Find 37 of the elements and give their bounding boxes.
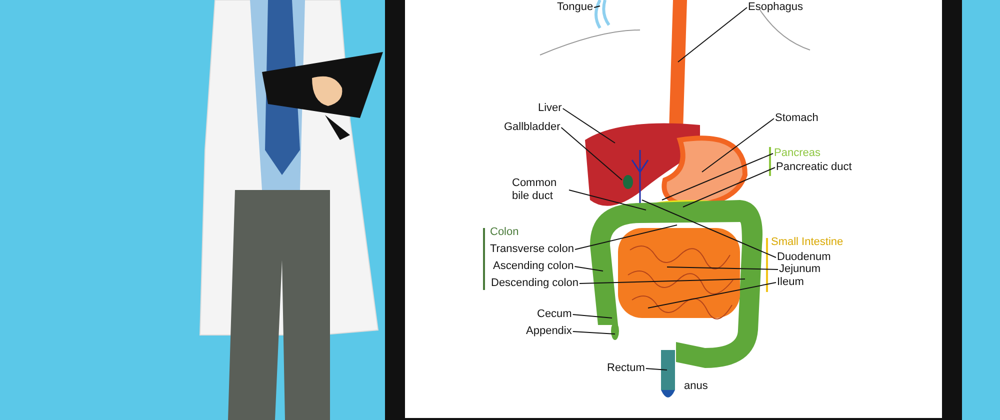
- part-label: Cecum: [537, 308, 572, 321]
- leader-line: [648, 282, 776, 308]
- leader-line: [578, 278, 746, 284]
- leader-line: [572, 314, 612, 318]
- leader-line: [572, 331, 616, 334]
- leader-line: [568, 190, 646, 210]
- leader-line: [662, 153, 774, 200]
- part-label: Ileum: [777, 276, 804, 289]
- part-label: Common bile duct: [512, 177, 568, 203]
- part-label: anus: [684, 380, 708, 393]
- part-label: Pancreatic duct: [776, 161, 852, 174]
- leader-line: [562, 108, 616, 144]
- part-label: Esophagus: [748, 1, 804, 14]
- leader-line: [702, 118, 774, 172]
- leader-line: [574, 224, 678, 250]
- part-label: Stomach: [775, 112, 818, 125]
- leader-line: [645, 368, 668, 370]
- leader-line: [594, 6, 600, 8]
- leader-line: [666, 266, 778, 270]
- part-label: Transverse colon: [490, 243, 574, 256]
- part-label: Tongue: [557, 1, 594, 14]
- part-label: Jejunum: [779, 263, 821, 276]
- part-label: Ascending colon: [493, 260, 574, 273]
- part-label: Descending colon: [491, 277, 578, 290]
- part-label: Appendix: [526, 325, 572, 338]
- leader-line: [678, 7, 748, 62]
- group-heading: Small Intestine: [771, 236, 844, 249]
- part-label: Pancreas: [774, 147, 820, 160]
- part-label: Gallbladder: [504, 121, 560, 134]
- leader-line: [642, 200, 776, 258]
- part-label: Rectum: [607, 362, 645, 375]
- leader-line: [574, 266, 604, 272]
- leader-line: [682, 167, 776, 208]
- leader-line: [560, 127, 622, 180]
- part-label: Liver: [538, 102, 562, 115]
- group-heading: Colon: [490, 226, 519, 239]
- part-label: Duodenum: [777, 251, 831, 264]
